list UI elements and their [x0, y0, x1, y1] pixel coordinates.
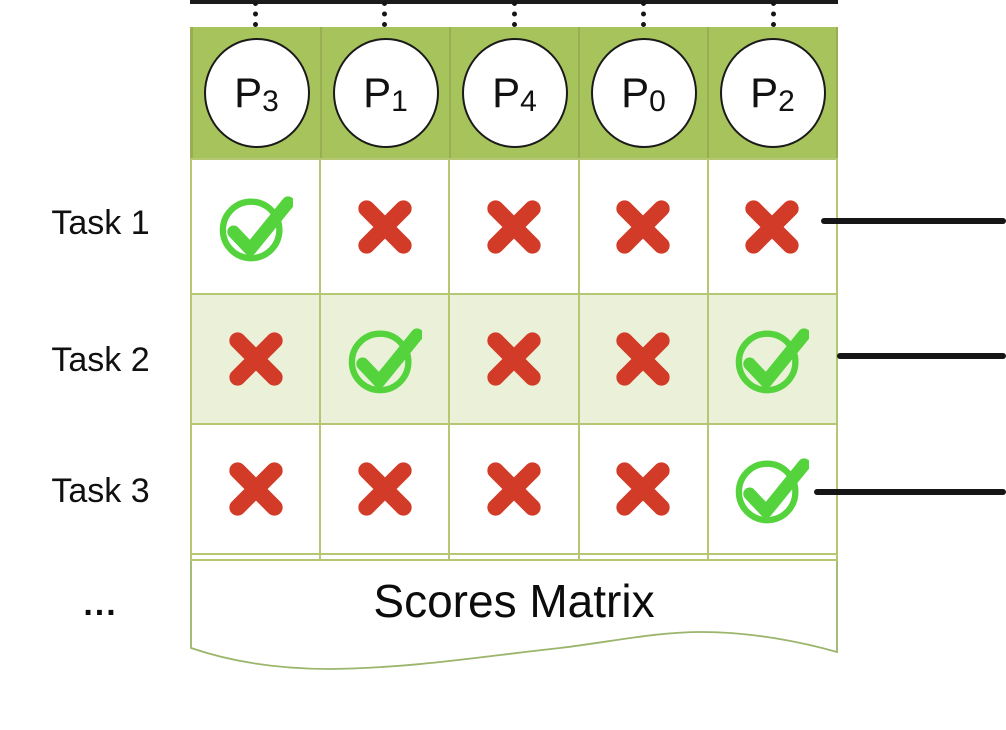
score-cell: [448, 295, 577, 423]
score-cell: [319, 425, 448, 553]
wavy-bottom-edge: [190, 561, 838, 670]
score-cell: [577, 160, 707, 293]
policy-subscript: 4: [520, 84, 537, 118]
score-cell: [319, 160, 448, 293]
scores-matrix-box: [190, 561, 838, 681]
connector-line: [814, 489, 1006, 495]
task-row: [190, 423, 838, 553]
policy-subscript: 2: [778, 84, 795, 118]
cross-icon: [616, 332, 670, 386]
score-cell: [192, 425, 319, 553]
policy-subscript: 1: [391, 84, 408, 118]
continuation-dots: [512, 1, 517, 27]
score-cell: [706, 295, 836, 423]
policy-subscript: 0: [649, 84, 666, 118]
cross-icon: [616, 462, 670, 516]
policy-label: P: [363, 68, 392, 116]
score-cell: [192, 295, 319, 423]
policy-label: P: [750, 68, 779, 116]
score-cell: [192, 160, 319, 293]
task-row: [190, 158, 838, 293]
check-icon: [219, 195, 293, 261]
check-icon: [348, 328, 422, 394]
continuation-dots: [382, 1, 387, 27]
cross-icon: [487, 332, 541, 386]
score-cell: [577, 295, 707, 423]
truncated-row: [190, 553, 838, 561]
policy-subscript: 3: [262, 84, 279, 118]
cross-icon: [745, 199, 800, 254]
check-icon: [736, 328, 810, 394]
scores-matrix-title: Scores Matrix: [373, 575, 655, 627]
policy-label: P: [234, 68, 263, 116]
cross-icon: [487, 462, 541, 516]
cross-icon: [358, 199, 412, 254]
score-cell: [706, 160, 836, 293]
cross-icon: [487, 199, 541, 254]
score-cell: [448, 160, 577, 293]
cross-icon: [228, 332, 283, 386]
policy-label: P: [621, 68, 650, 116]
connector-line: [821, 218, 1006, 224]
continuation-dots: [771, 1, 776, 27]
cross-icon: [228, 462, 283, 516]
score-cell: [319, 295, 448, 423]
score-cell: [706, 425, 836, 553]
continuation-dots: [641, 1, 646, 27]
more-rows-ellipsis: ...: [83, 585, 118, 623]
continuation-dots: [253, 1, 258, 27]
cross-icon: [616, 199, 670, 254]
connector-line: [837, 353, 1006, 359]
score-cell: [577, 425, 707, 553]
task-label: Task 3: [51, 472, 150, 510]
check-icon: [736, 458, 810, 524]
task-label: Task 1: [51, 204, 150, 242]
policy-label: P: [492, 68, 521, 116]
score-cell: [448, 425, 577, 553]
task-row: [190, 293, 838, 423]
task-label: Task 2: [51, 341, 150, 379]
cross-icon: [358, 462, 412, 516]
